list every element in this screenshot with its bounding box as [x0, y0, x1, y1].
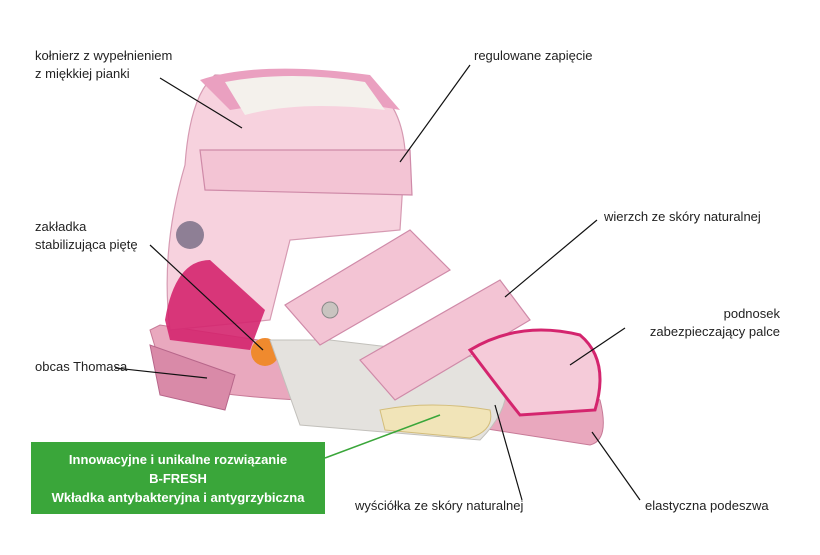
callout-line-toe — [569, 327, 626, 366]
heel-counter — [166, 74, 406, 331]
callout-heel-tab-line1: zakładka — [35, 219, 87, 234]
callout-line-sole — [591, 431, 641, 501]
toe-cap — [467, 328, 602, 417]
callout-heel: obcas Thomasa — [35, 359, 128, 374]
front-strap-2 — [359, 279, 531, 401]
callout-lining: wyściółka ze skóry naturalnej — [355, 498, 524, 513]
callout-toe-line1: podnosek — [723, 306, 780, 321]
callout-line-upper — [504, 219, 598, 298]
promo-box: Innowacyjne i unikalne rozwiązanie B-FRE… — [31, 442, 325, 514]
ankle-strap — [199, 149, 413, 196]
callout-heel-tab-line2: stabilizująca piętę — [35, 237, 138, 252]
callout-collar-line1: kołnierz z wypełnieniem — [35, 48, 173, 63]
callout-collar: kołnierz z wypełnieniem z miękkiej piank… — [35, 47, 172, 83]
callout-line-strap — [399, 64, 471, 163]
callout-strap: regulowane zapięcie — [474, 48, 593, 63]
rivet — [321, 301, 339, 319]
callout-upper: wierzch ze skóry naturalnej — [604, 209, 761, 224]
heel-block — [149, 344, 236, 411]
foam-lining — [225, 76, 385, 115]
callout-line-bfresh — [324, 414, 441, 459]
callout-line-heel — [114, 367, 208, 379]
callout-toe-line2: zabezpieczający palce — [649, 324, 780, 339]
callout-sole: elastyczna podeszwa — [645, 498, 769, 513]
promo-line2: B-FRESH — [149, 470, 207, 486]
callout-toe: podnosek zabezpieczający palce — [650, 305, 780, 341]
promo-line3: Wkładka antybakteryjna i antygrzybiczna — [51, 489, 305, 505]
promo-line1: Innowacyjne i unikalne rozwiązanie — [68, 451, 288, 467]
polka-dot-panel — [176, 221, 204, 249]
callout-collar-line2: z miękkiej pianki — [35, 66, 130, 81]
callout-heel-tab: zakładka stabilizująca piętę — [35, 218, 138, 254]
bfresh-insole — [379, 404, 492, 439]
callout-line-heel-tab — [149, 244, 264, 351]
callout-line-collar — [159, 77, 243, 129]
callout-line-lining — [494, 404, 523, 501]
